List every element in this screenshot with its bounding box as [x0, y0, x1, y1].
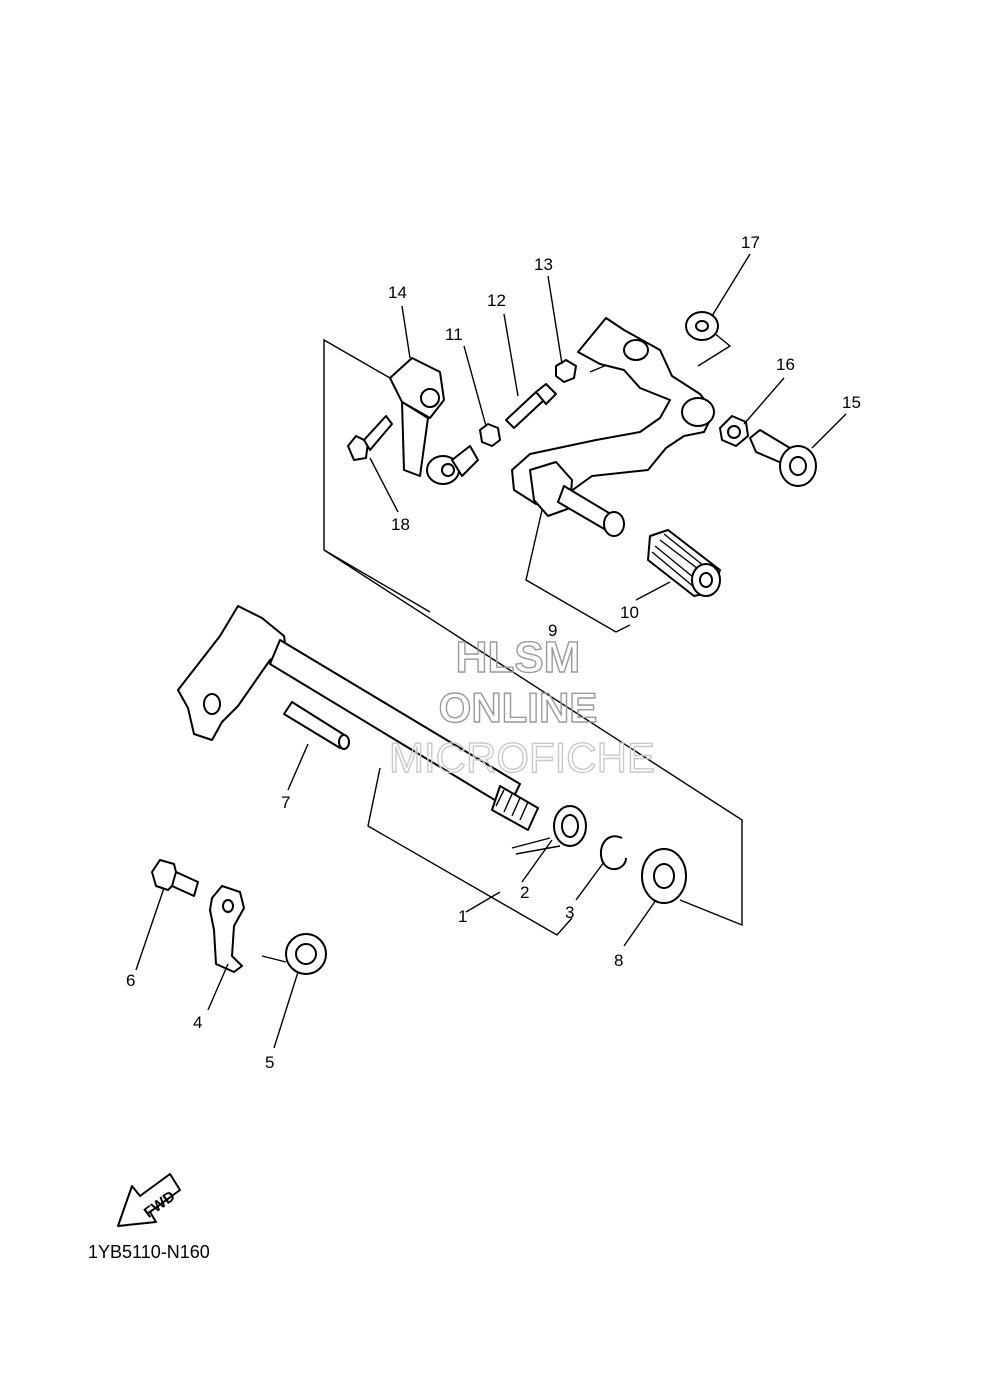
callout-5[interactable]: 5 — [265, 1053, 274, 1072]
callout-17[interactable]: 17 — [741, 233, 760, 252]
diagram-code: 1YB5110-N160 — [88, 1242, 210, 1262]
callout-12[interactable]: 12 — [487, 291, 506, 310]
callout-18[interactable]: 18 — [391, 515, 410, 534]
part-12-bolt[interactable] — [505, 383, 557, 429]
part-10-pedal-rubber[interactable] — [647, 529, 721, 597]
part-13-nut[interactable] — [555, 359, 577, 383]
watermark-line-3: MICROFICHE — [389, 734, 655, 781]
part-18-bolt[interactable] — [347, 415, 393, 461]
callout-leader-lines — [135, 253, 847, 1049]
part-8-oil-seal[interactable] — [641, 848, 687, 904]
part-11-nut[interactable] — [479, 423, 501, 447]
callout-14[interactable]: 14 — [388, 283, 407, 302]
callout-11[interactable]: 11 — [445, 325, 463, 344]
part-16-wave-washer[interactable] — [719, 415, 749, 447]
watermark-line-2: ONLINE — [439, 684, 598, 731]
callout-8[interactable]: 8 — [614, 951, 623, 970]
callout-16[interactable]: 16 — [776, 355, 795, 374]
part-6-bolt[interactable] — [151, 859, 199, 897]
callout-6[interactable]: 6 — [126, 971, 135, 990]
fwd-arrow-icon: FWD — [117, 1173, 181, 1227]
callout-9[interactable]: 9 — [548, 621, 557, 640]
callout-3[interactable]: 3 — [565, 903, 574, 922]
part-17-washer[interactable] — [685, 311, 719, 341]
part-4-stopper-lever[interactable] — [209, 885, 245, 973]
part-14-shift-arm[interactable] — [389, 357, 479, 485]
part-9-shift-pedal[interactable] — [511, 317, 715, 537]
callout-numbers: 1 2 3 4 5 6 7 8 9 10 11 12 13 14 15 16 1… — [126, 233, 861, 1072]
watermark-line-1: HLSM — [456, 633, 581, 682]
callout-10[interactable]: 10 — [620, 603, 639, 622]
part-2-torsion-spring[interactable] — [511, 805, 587, 855]
callout-13[interactable]: 13 — [534, 255, 553, 274]
callout-7[interactable]: 7 — [281, 793, 290, 812]
callout-15[interactable]: 15 — [842, 393, 861, 412]
part-3-circlip[interactable] — [599, 835, 627, 871]
watermark: HLSM ONLINE MICROFICHE — [388, 632, 655, 781]
part-1-shift-shaft[interactable] — [177, 605, 539, 831]
part-7-pin[interactable] — [283, 701, 350, 750]
part-15-pivot-bolt[interactable] — [749, 429, 817, 487]
callout-4[interactable]: 4 — [193, 1013, 202, 1032]
callout-2[interactable]: 2 — [520, 883, 529, 902]
part-5-spring[interactable] — [261, 933, 327, 975]
callout-1[interactable]: 1 — [458, 907, 467, 926]
